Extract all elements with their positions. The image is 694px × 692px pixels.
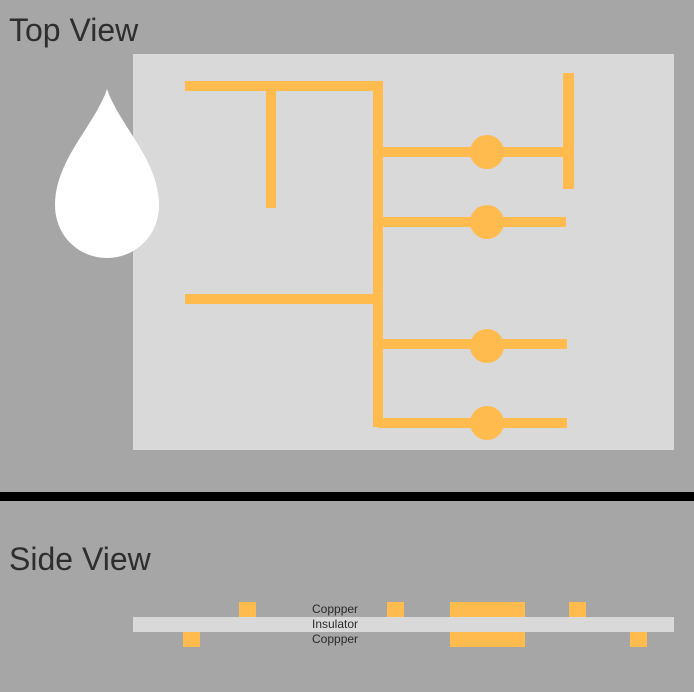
bottom-copper-pad-3 <box>630 632 647 647</box>
bottom-copper-pad-1 <box>183 632 200 647</box>
trace-main-bus <box>373 81 383 427</box>
via-2 <box>470 205 504 239</box>
trace-left-feed <box>185 294 378 304</box>
top-copper-label: Coppper <box>312 602 359 616</box>
water-drop-icon <box>55 89 159 258</box>
via-3 <box>470 329 504 363</box>
trace-end-bar <box>563 73 574 189</box>
top-view-board <box>133 54 674 450</box>
trace-top-horizontal <box>185 81 383 91</box>
top-copper-pad-3 <box>450 602 525 617</box>
via-1 <box>470 135 504 169</box>
via-4 <box>470 406 504 440</box>
top-copper-pad-4 <box>569 602 586 617</box>
bottom-copper-pad-2 <box>450 632 525 647</box>
top-copper-pad-2 <box>387 602 404 617</box>
insulator-label: Insulator <box>312 617 359 631</box>
trace-stub-vertical <box>266 81 276 208</box>
bottom-copper-label: Coppper <box>312 632 359 646</box>
top-copper-pad-1 <box>239 602 256 617</box>
insulator-layer <box>133 617 674 632</box>
top-view-title: Top View <box>9 12 139 48</box>
side-view-title: Side View <box>9 541 151 577</box>
section-divider <box>0 492 694 501</box>
